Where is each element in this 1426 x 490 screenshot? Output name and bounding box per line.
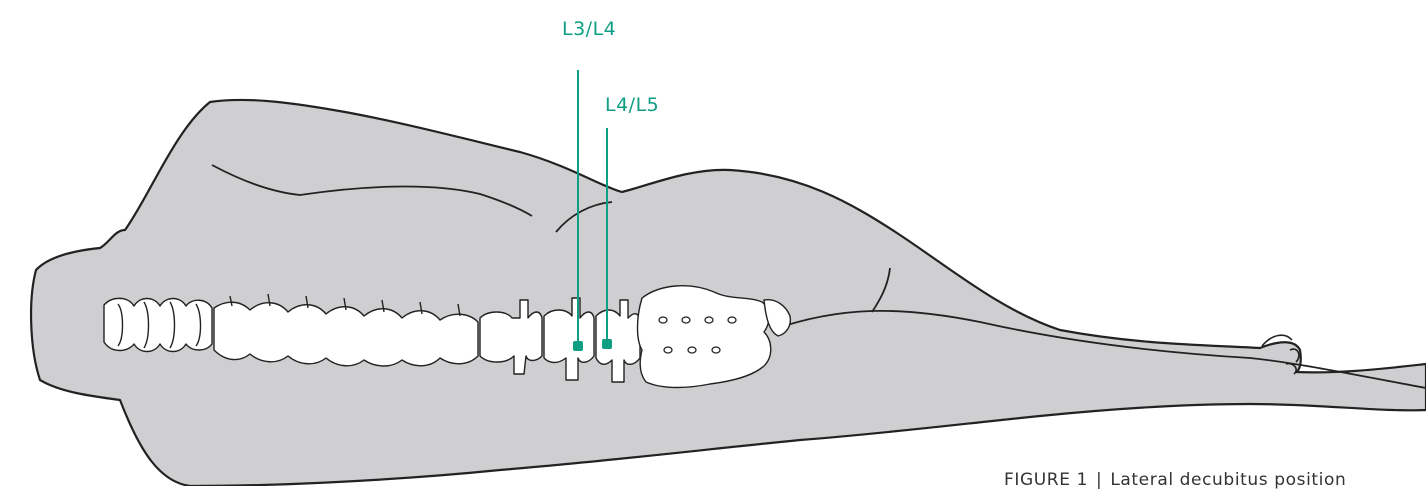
sacrum: [638, 286, 771, 388]
label-l4l5: L4/L5: [605, 94, 659, 116]
marker-l4l5-dot: [602, 339, 612, 349]
body-silhouette: [31, 100, 1426, 486]
marker-l3l4-dot: [573, 341, 583, 351]
figure-caption: FIGURE 1 | Lateral decubitus position: [1004, 470, 1346, 490]
caption-figure-label: FIGURE 1: [1004, 470, 1088, 490]
caption-text: Lateral decubitus position: [1110, 470, 1346, 490]
caption-separator: |: [1096, 470, 1102, 490]
label-l3l4: L3/L4: [562, 18, 616, 40]
